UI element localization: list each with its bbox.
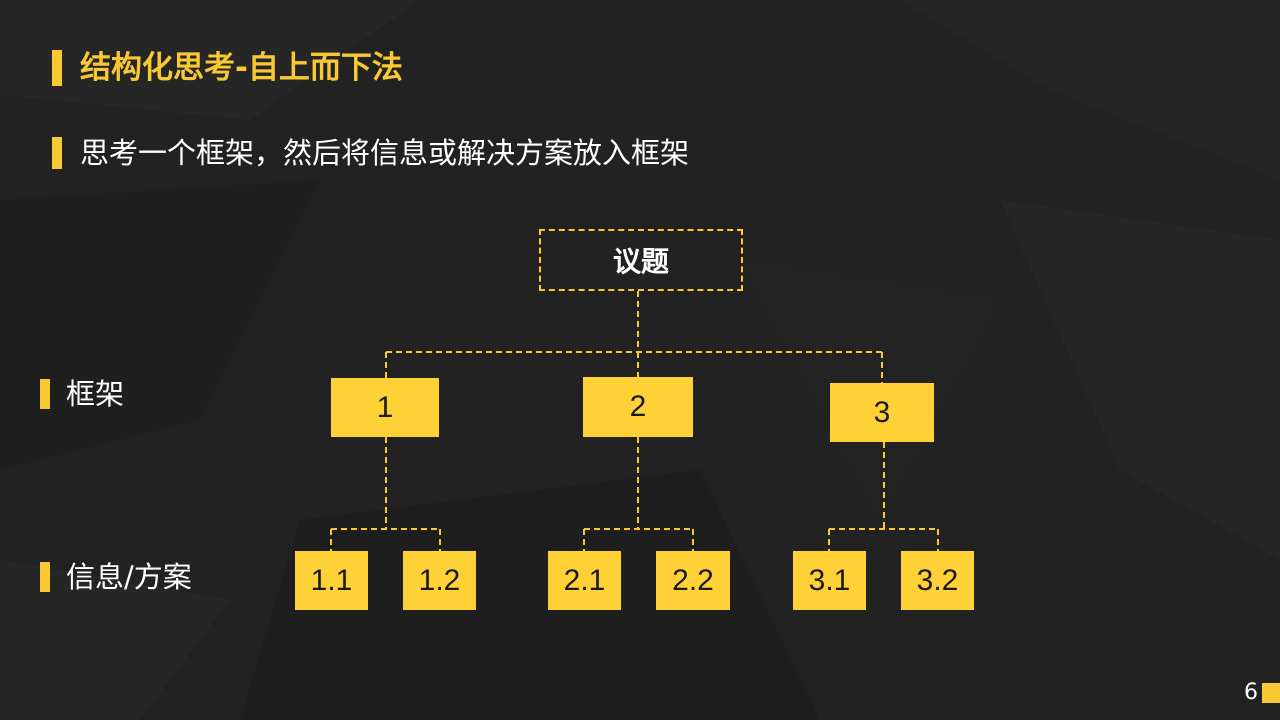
branch-2-children (583, 437, 694, 551)
framework-label-bar (40, 379, 50, 409)
info-label-bar (40, 562, 50, 592)
info-node-1-1: 1.1 (295, 551, 368, 610)
framework-label: 框架 (66, 377, 125, 411)
framework-node-3: 3 (830, 383, 934, 442)
page-number-marker (1262, 683, 1280, 703)
framework-node-2: 2 (583, 377, 693, 437)
info-node-2-2: 2.2 (656, 551, 730, 610)
title-accent-bar (52, 50, 62, 86)
info-node-3-2: 3.2 (901, 551, 974, 610)
page-title: 结构化思考-自上而下法 (80, 50, 403, 86)
branch-1-children (330, 437, 441, 551)
page-subtitle: 思考一个框架，然后将信息或解决方案放入框架 (80, 136, 690, 170)
framework-node-1: 1 (331, 378, 439, 437)
root-node-issue: 议题 (539, 229, 743, 291)
page-number: 6 (1244, 680, 1258, 705)
info-node-2-1: 2.1 (548, 551, 621, 610)
subtitle-accent-bar (52, 137, 62, 169)
info-node-1-2: 1.2 (403, 551, 476, 610)
info-label: 信息/方案 (66, 560, 192, 594)
branch-3-children (828, 442, 939, 551)
info-node-3-1: 3.1 (793, 551, 866, 610)
